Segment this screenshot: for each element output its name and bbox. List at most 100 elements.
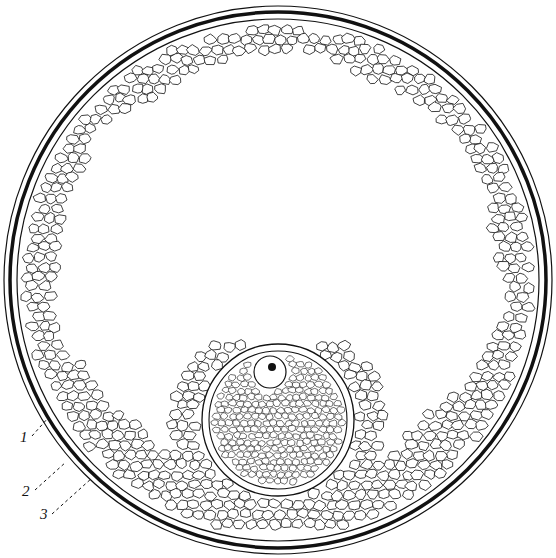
granulosa-cell [50, 263, 61, 273]
yolk-granule [314, 459, 323, 465]
yolk-granule [288, 387, 297, 393]
yolk-granule [258, 477, 266, 484]
granulosa-cell [447, 95, 459, 104]
yolk-granule [230, 414, 237, 420]
yolk-granule [241, 470, 249, 476]
yolk-granule [254, 394, 262, 400]
granulosa-cell [200, 479, 212, 488]
granulosa-cell [218, 55, 228, 63]
granulosa-cell [257, 498, 269, 507]
yolk-granule [300, 445, 307, 451]
granulosa-cell [132, 478, 144, 488]
granulosa-cell [348, 501, 360, 510]
yolk-granule [233, 420, 240, 426]
granulosa-cell [141, 460, 153, 468]
granulosa-cell [170, 430, 182, 440]
granulosa-cell [297, 509, 309, 519]
yolk-granule [228, 399, 236, 406]
yolk-granule [266, 414, 273, 421]
yolk-granule [315, 368, 323, 374]
granulosa-cell [499, 241, 511, 251]
yolk-granule [280, 478, 287, 484]
granulosa-cell [333, 511, 344, 520]
granulosa-cell [418, 421, 429, 431]
granulosa-cell [84, 442, 96, 452]
yolk-granule [241, 407, 248, 413]
yolk-granule [296, 427, 304, 433]
granulosa-cell [198, 362, 209, 371]
yolk-granule [306, 382, 314, 389]
yolk-granule [326, 388, 333, 395]
yolk-granule [319, 426, 328, 432]
granulosa-cell [106, 460, 119, 470]
granulosa-cell [510, 281, 521, 292]
granulosa-cell [193, 451, 205, 461]
granulosa-cell [73, 402, 84, 411]
granulosa-cell [372, 480, 384, 489]
granulosa-cell [211, 499, 223, 509]
granulosa-cell [45, 272, 57, 282]
granulosa-cell [122, 95, 135, 105]
granulosa-cell [85, 123, 96, 133]
yolk-granule [240, 420, 249, 427]
granulosa-cell [32, 350, 44, 360]
yolk-granule [236, 414, 243, 421]
granulosa-cell [313, 500, 326, 511]
yolk-granule [244, 362, 251, 367]
granulosa-cell [67, 391, 79, 401]
granulosa-cell [212, 360, 223, 371]
granulosa-cell [446, 115, 459, 126]
granulosa-cell [327, 342, 339, 353]
granulosa-cell [125, 450, 137, 460]
yolk-granule [291, 407, 299, 413]
yolk-granule [293, 434, 300, 440]
yolk-granule [225, 419, 233, 426]
yolk-granule [285, 432, 293, 438]
yolk-granule [228, 387, 236, 394]
yolk-granule [225, 381, 232, 387]
granulosa-cell [374, 44, 385, 54]
granulosa-cell [170, 409, 182, 420]
granulosa-cell [44, 292, 57, 301]
nucleolus [268, 363, 276, 371]
granulosa-cell [287, 510, 298, 520]
granulosa-cell [494, 391, 505, 401]
yolk-granule [326, 401, 333, 407]
granulosa-cell [181, 371, 194, 380]
granulosa-cell [118, 460, 130, 470]
granulosa-cell [365, 469, 377, 478]
granulosa-cell [442, 460, 453, 470]
granulosa-cell [119, 419, 130, 429]
granulosa-cell [422, 409, 434, 419]
granulosa-cell [228, 491, 240, 500]
granulosa-cell [235, 340, 245, 351]
granulosa-cell [517, 293, 529, 303]
granulosa-cell [459, 114, 471, 124]
outer-ring [4, 6, 552, 554]
yolk-granule [233, 407, 241, 413]
granulosa-cell [351, 66, 362, 76]
granulosa-cell [26, 280, 39, 290]
yolk-granule [296, 362, 304, 367]
granulosa-cell [246, 520, 257, 530]
granulosa-cell [108, 104, 120, 114]
granulosa-cell [337, 340, 350, 351]
yolk-granule [315, 395, 322, 401]
granulosa-cell [344, 351, 355, 362]
granulosa-cell [87, 420, 97, 429]
granulosa-cell [73, 421, 85, 431]
granulosa-cell [516, 313, 528, 322]
granulosa-cell [124, 470, 136, 479]
yolk-granule [278, 433, 285, 439]
granulosa-cell [343, 471, 355, 480]
granulosa-cell [38, 242, 51, 251]
yolk-granule [281, 400, 289, 406]
yolk-granule [327, 451, 334, 458]
granulosa-cell [447, 450, 458, 460]
granulosa-cell [494, 172, 506, 181]
granulosa-cell [153, 65, 164, 74]
granulosa-cell [505, 291, 516, 302]
granulosa-cell [428, 102, 441, 112]
yolk-granule [306, 471, 314, 477]
yolk-granule [327, 439, 335, 445]
